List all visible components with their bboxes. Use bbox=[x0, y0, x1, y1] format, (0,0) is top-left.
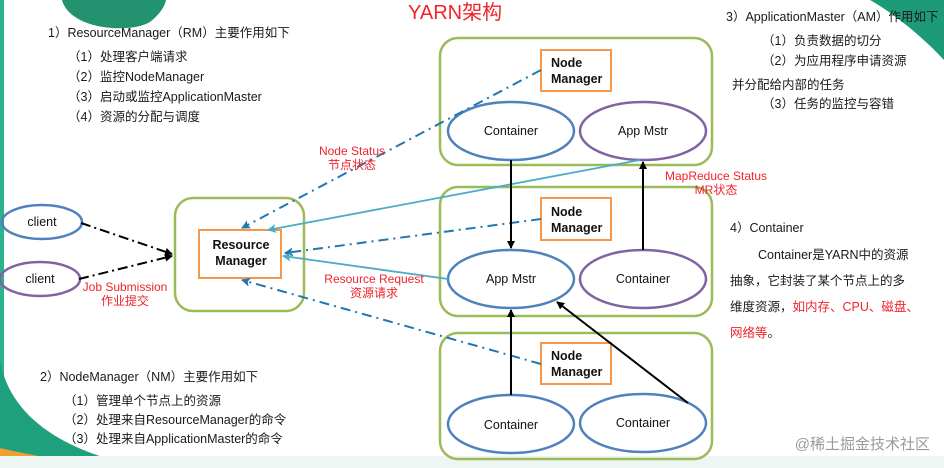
node1-container-label: Container bbox=[483, 124, 539, 138]
container-desc-text: 维度资源， bbox=[730, 300, 793, 314]
node-manager-label-line: Node bbox=[551, 205, 583, 219]
resource-manager-box bbox=[198, 229, 282, 279]
job-submission-label: Job Submission 作业提交 bbox=[80, 280, 170, 308]
resource-manager-node-box bbox=[173, 196, 306, 313]
client-label-2: client bbox=[25, 272, 55, 286]
container-desc-line: 抽象，它封装了某个节点上的多 bbox=[730, 274, 906, 288]
node-manager-label-3: Node Manager bbox=[551, 348, 602, 380]
nm-item: （1）管理单个节点上的资源 bbox=[64, 394, 221, 408]
nm-item: （2）处理来自ResourceManager的命令 bbox=[64, 413, 287, 427]
node-status-line-3 bbox=[241, 277, 542, 365]
am-item: （3）任务的监控与容错 bbox=[762, 97, 894, 111]
am-item: 并分配给内部的任务 bbox=[732, 78, 845, 92]
label-line: MR状态 bbox=[694, 183, 738, 197]
client-ellipse-1 bbox=[0, 203, 84, 241]
bottom-left-swoosh bbox=[0, 360, 150, 468]
label-line: Node Status bbox=[318, 144, 386, 158]
node3-container2-to-appmstr-arrow bbox=[556, 301, 689, 404]
diagram-title: YARN架构 bbox=[408, 2, 503, 24]
node-box-3 bbox=[438, 331, 714, 461]
container-desc-highlight: 如内存、CPU、磁盘、 bbox=[792, 300, 919, 314]
node3-container-ellipse-right bbox=[578, 392, 708, 454]
am-item: （1）负责数据的切分 bbox=[762, 34, 882, 48]
container-desc-line: 维度资源，如内存、CPU、磁盘、 bbox=[730, 294, 940, 320]
label-line: MapReduce Status bbox=[664, 169, 768, 183]
resource-manager-label: Resource Manager bbox=[208, 237, 274, 269]
left-edge-stripe bbox=[0, 0, 4, 468]
top-right-swoosh bbox=[870, 0, 944, 60]
node-box-1 bbox=[438, 36, 714, 167]
rm-heading: 1）ResourceManager（RM）主要作用如下 bbox=[48, 26, 290, 40]
container-desc-line: Container是YARN中的资源 bbox=[758, 248, 909, 262]
container-desc-end: 。 bbox=[767, 326, 781, 340]
label-line: Job Submission bbox=[82, 280, 168, 294]
job-submission-line-1 bbox=[80, 222, 173, 256]
label-line: Resource Request bbox=[324, 272, 424, 286]
label-line: 节点状态 bbox=[327, 158, 376, 172]
rm-item: （1）处理客户端请求 bbox=[68, 50, 188, 64]
node1-appmstr-ellipse bbox=[578, 100, 708, 162]
job-submission-line-2 bbox=[78, 253, 173, 280]
mapreduce-status-line bbox=[267, 159, 641, 233]
container-desc-highlight: 网络等 bbox=[730, 326, 768, 340]
node-manager-label-line: Manager bbox=[551, 72, 603, 86]
top-left-swoosh bbox=[62, 0, 166, 29]
node-status-line-2 bbox=[284, 218, 542, 257]
node-status-line-1 bbox=[241, 69, 542, 229]
rm-item: （2）监控NodeManager bbox=[68, 70, 205, 84]
node-manager-label-line: Node bbox=[551, 56, 583, 70]
am-item: （2）为应用程序申请资源 bbox=[762, 54, 907, 68]
resource-manager-label-line: Manager bbox=[215, 254, 267, 268]
container-desc-line: 网络等。 bbox=[730, 320, 940, 346]
node-manager-label-line: Manager bbox=[551, 221, 603, 235]
bottom-band bbox=[0, 456, 944, 468]
node-manager-label-line: Node bbox=[551, 349, 583, 363]
resource-manager-label-line: Resource bbox=[212, 238, 270, 252]
node-manager-label-2: Node Manager bbox=[551, 204, 602, 236]
nm-item: （3）处理来自ApplicationMaster的命令 bbox=[64, 432, 283, 446]
container-description: Container是YARN中的资源 抽象，它封装了某个节点上的多 维度资源，如… bbox=[730, 242, 940, 346]
watermark: @稀土掘金技术社区 bbox=[794, 436, 930, 453]
resource-request-label: Resource Request 资源请求 bbox=[318, 272, 430, 300]
node-manager-label-line: Manager bbox=[551, 365, 603, 379]
node-manager-label-1: Node Manager bbox=[551, 55, 602, 87]
label-line: 作业提交 bbox=[100, 294, 149, 308]
node3-container-label-left: Container bbox=[483, 418, 539, 432]
node2-appmstr-label: App Mstr bbox=[485, 272, 536, 286]
mapreduce-status-label: MapReduce Status MR状态 bbox=[660, 169, 772, 197]
node-status-label: Node Status 节点状态 bbox=[306, 144, 398, 172]
node1-appmstr-label: App Mstr bbox=[617, 124, 668, 138]
client-label-1: client bbox=[27, 215, 57, 229]
nm-heading: 2）NodeManager（NM）主要作用如下 bbox=[40, 370, 259, 384]
node2-container-label: Container bbox=[615, 272, 671, 286]
resource-request-line bbox=[282, 252, 449, 280]
container-heading: 4）Container bbox=[730, 221, 804, 235]
node3-container-label-right: Container bbox=[615, 416, 671, 430]
label-line: 资源请求 bbox=[349, 286, 398, 300]
rm-item: （3）启动或监控ApplicationMaster bbox=[68, 90, 262, 104]
am-heading: 3）ApplicationMaster（AM）作用如下 bbox=[726, 10, 939, 24]
rm-item: （4）资源的分配与调度 bbox=[68, 110, 200, 124]
